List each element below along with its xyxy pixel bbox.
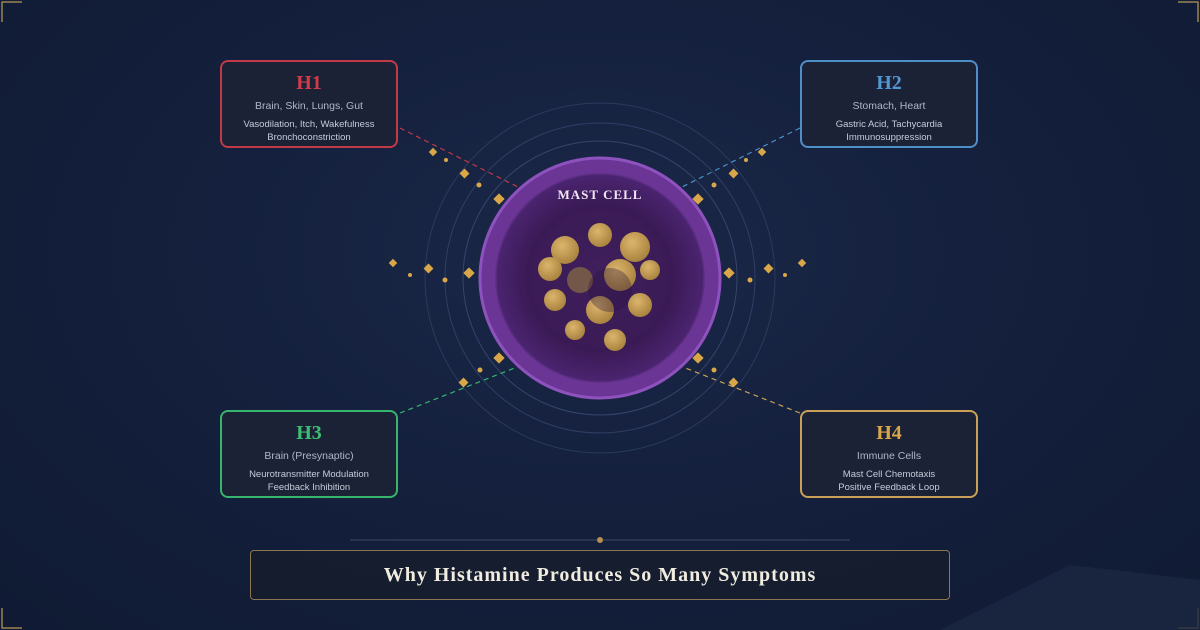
receptor-card-h3: H3 Brain (Presynaptic) Neurotransmitter … <box>220 410 398 498</box>
granule <box>604 259 636 291</box>
background-decoration <box>940 565 1200 630</box>
granule <box>551 236 579 264</box>
granule <box>628 293 652 317</box>
receptor-locations: Stomach, Heart <box>852 100 926 112</box>
receptor-title: H2 <box>876 72 902 94</box>
histamine-particles <box>388 147 807 388</box>
connector-h4 <box>659 357 801 414</box>
granule <box>538 257 562 281</box>
granule <box>565 320 585 340</box>
receptor-effect: Immunosuppression <box>846 132 932 143</box>
receptor-card-h1: H1 Brain, Skin, Lungs, Gut Vasodilation,… <box>220 60 398 148</box>
receptor-title: H4 <box>876 422 902 444</box>
receptor-effect: Gastric Acid, Tachycardia <box>835 119 943 130</box>
receptor-locations: Brain (Presynaptic) <box>264 450 354 462</box>
granule <box>586 296 614 324</box>
granule <box>620 232 650 262</box>
granule <box>604 329 626 351</box>
connector-h3 <box>399 357 541 414</box>
footer-rule <box>350 537 850 543</box>
connector-h1 <box>399 127 541 199</box>
receptor-title: H1 <box>296 72 322 94</box>
footer-title: Why Histamine Produces So Many Symptoms <box>383 563 817 586</box>
receptor-effect: Vasodilation, Itch, Wakefulness <box>243 119 375 130</box>
granule <box>544 289 566 311</box>
receptor-effect: Feedback Inhibition <box>267 482 351 493</box>
receptor-effect: Mast Cell Chemotaxis <box>842 469 936 480</box>
granule <box>567 267 593 293</box>
connector-h2 <box>659 127 801 199</box>
receptor-locations: Brain, Skin, Lungs, Gut <box>255 100 363 112</box>
receptor-card-h2: H2 Stomach, Heart Gastric Acid, Tachycar… <box>800 60 978 148</box>
receptor-effect: Positive Feedback Loop <box>838 482 940 493</box>
receptor-title: H3 <box>296 422 322 444</box>
footer-banner: Why Histamine Produces So Many Symptoms <box>250 550 950 600</box>
receptor-effect: Bronchoconstriction <box>267 132 351 143</box>
granule <box>640 260 660 280</box>
granule <box>588 223 612 247</box>
receptor-effect: Neurotransmitter Modulation <box>249 469 369 480</box>
receptor-locations: Immune Cells <box>856 450 922 462</box>
receptor-card-h4: H4 Immune Cells Mast Cell Chemotaxis Pos… <box>800 410 978 498</box>
mast-cell-label: MAST CELL <box>557 187 643 202</box>
mast-cell-granules <box>538 223 660 351</box>
